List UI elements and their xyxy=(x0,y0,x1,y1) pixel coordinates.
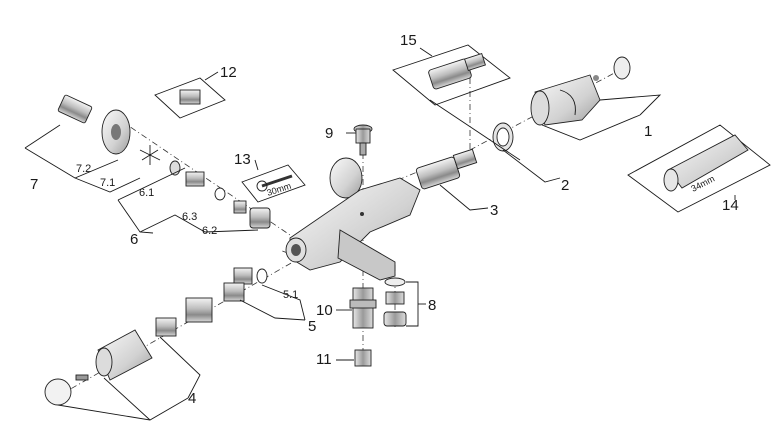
label-part-14: 14 xyxy=(722,197,739,214)
leader-lines xyxy=(24,47,736,421)
label-part-7: 7 xyxy=(30,176,38,193)
part-4-handle xyxy=(44,297,213,406)
label-part-6-1: 6.1 xyxy=(139,187,154,199)
part-3-cartridge xyxy=(415,148,478,190)
part-13-wrench: 30mm xyxy=(241,164,306,203)
part-12-box xyxy=(154,77,226,119)
label-part-5: 5 xyxy=(308,318,316,335)
label-part-6-3: 6.3 xyxy=(182,211,197,223)
label-part-15: 15 xyxy=(400,32,417,49)
part-14-box: 34mm xyxy=(627,124,771,213)
label-part-11: 11 xyxy=(316,351,332,368)
label-part-4: 4 xyxy=(188,390,196,407)
part-5-components xyxy=(223,267,268,302)
part-1-handle xyxy=(530,56,631,126)
label-part-6: 6 xyxy=(130,231,138,248)
label-part-7-1: 7.1 xyxy=(100,177,115,189)
mixer-body xyxy=(285,157,421,281)
part-2-ring xyxy=(492,122,514,152)
label-part-1: 1 xyxy=(644,123,652,140)
label-part-10: 10 xyxy=(316,302,333,319)
part-9-pin xyxy=(353,124,373,156)
label-part-3: 3 xyxy=(490,202,498,219)
label-part-12: 12 xyxy=(220,64,237,81)
label-part-2: 2 xyxy=(561,177,569,194)
part-labels: 1 2 3 4 5 5.1 6 6.1 6.2 6.3 7 7.1 7.2 8 … xyxy=(30,32,739,407)
part-15-box xyxy=(392,44,511,106)
part-8-aerator xyxy=(383,277,407,327)
label-part-8: 8 xyxy=(428,297,436,314)
part-10-11 xyxy=(349,287,377,367)
label-part-9: 9 xyxy=(325,125,333,142)
label-part-5-1: 5.1 xyxy=(283,289,298,301)
part-6-components xyxy=(169,160,271,229)
part-7-connector xyxy=(57,94,161,165)
label-part-7-2: 7.2 xyxy=(76,163,91,175)
label-part-6-2: 6.2 xyxy=(202,225,217,237)
label-part-13: 13 xyxy=(234,151,251,168)
